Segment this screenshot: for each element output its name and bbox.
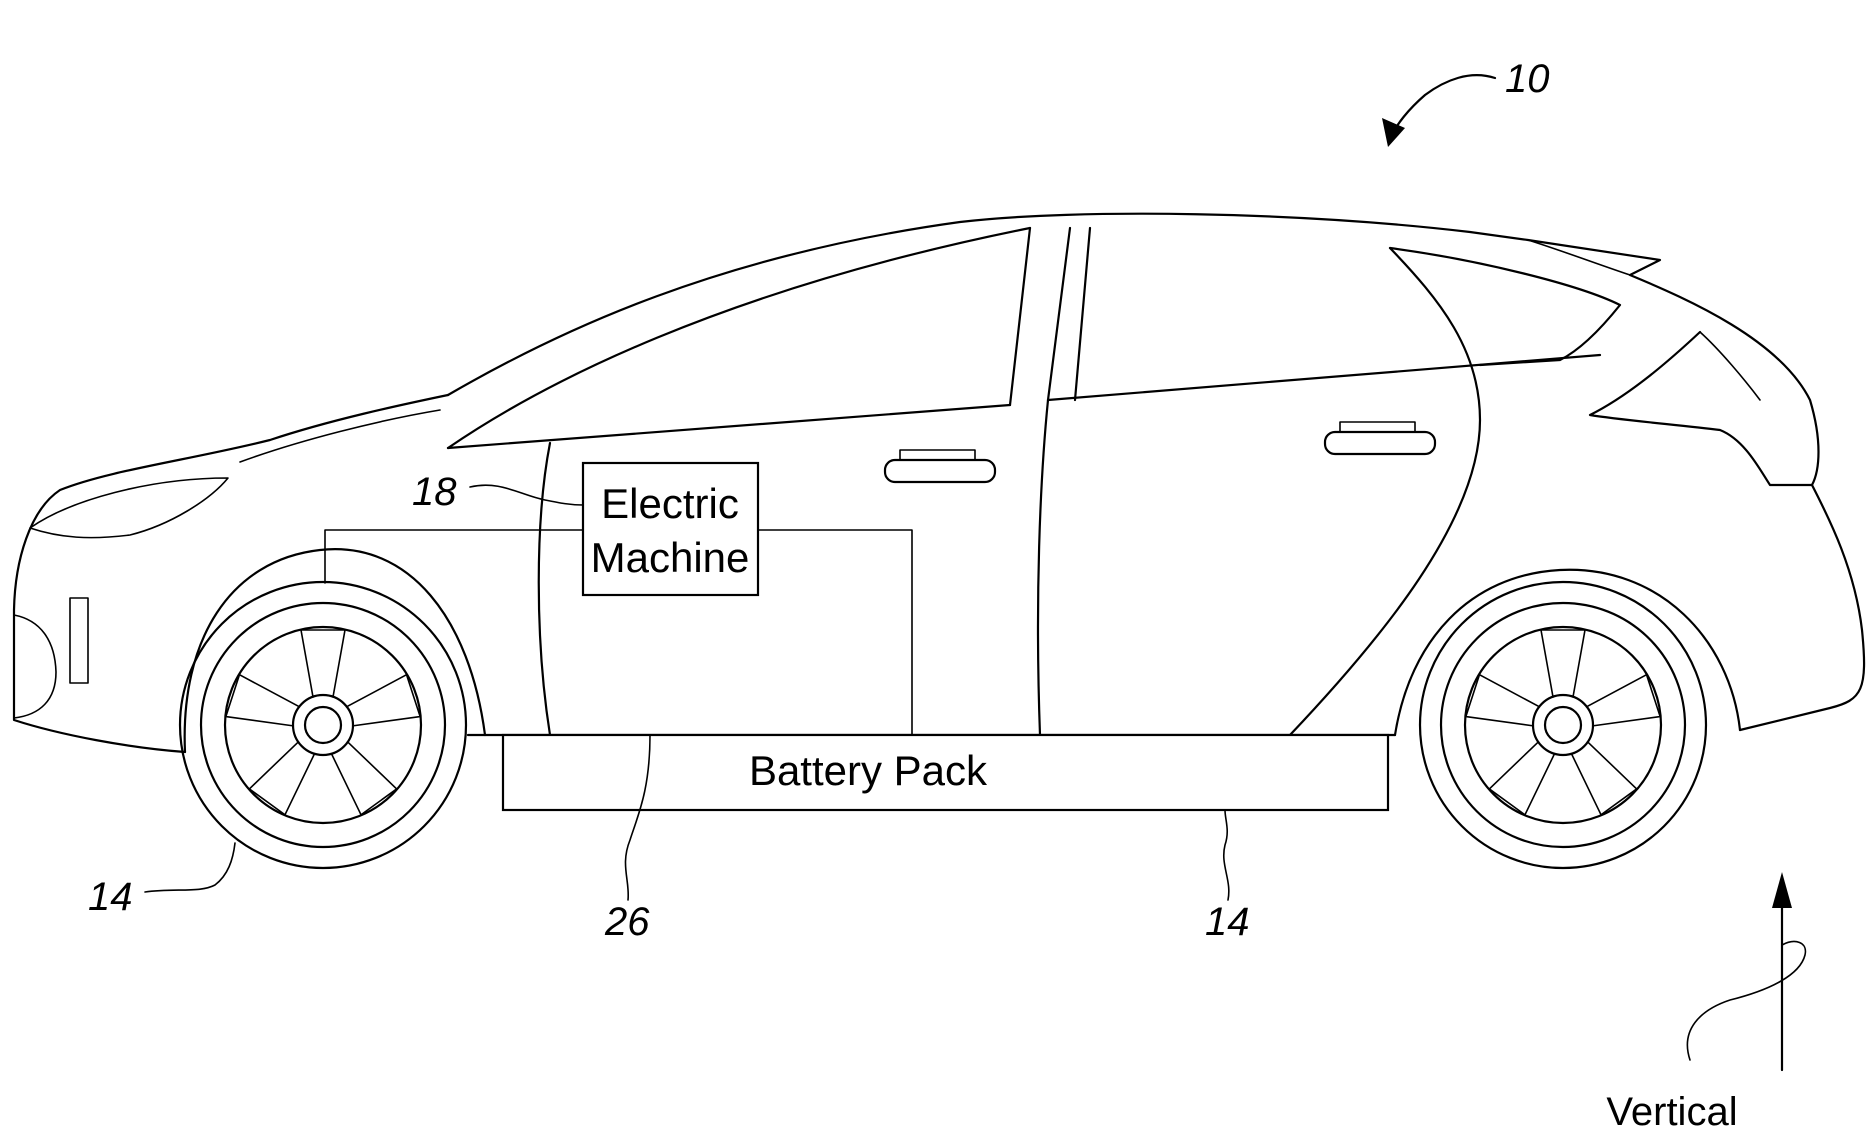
front-wheel	[180, 582, 466, 868]
electric-machine-label-line1: Electric	[601, 480, 739, 527]
ref-14-front: 14	[88, 843, 235, 919]
ref-14-front-label: 14	[88, 875, 133, 919]
ref-10: 10	[1382, 57, 1550, 147]
vertical-arrow-head	[1772, 872, 1792, 908]
vertical-axis-label: Vertical	[1606, 1090, 1737, 1130]
electric-machine-box: Electric Machine	[583, 463, 758, 595]
vertical-leader	[1687, 942, 1805, 1060]
ref-10-label: 10	[1505, 57, 1550, 101]
ref-10-arrowhead	[1382, 118, 1405, 147]
vehicle-body	[14, 214, 1864, 752]
ref-18-label: 18	[412, 470, 457, 514]
battery-pack-label: Battery Pack	[749, 747, 988, 794]
ref-14-rear-label: 14	[1205, 900, 1250, 944]
ref-18: 18	[412, 470, 583, 514]
ref-10-leader	[1390, 75, 1495, 140]
vertical-axis-indicator: Vertical	[1606, 872, 1805, 1130]
ref-18-leader	[470, 485, 583, 505]
electric-machine-label-line2: Machine	[591, 534, 750, 581]
ref-14-rear-leader	[1224, 810, 1229, 900]
rear-wheel	[1420, 582, 1706, 868]
ref-14-rear: 14	[1205, 810, 1250, 944]
ref-26-label: 26	[604, 900, 650, 944]
battery-pack-box: Battery Pack	[503, 735, 1388, 810]
ref-14-front-leader	[145, 843, 235, 892]
